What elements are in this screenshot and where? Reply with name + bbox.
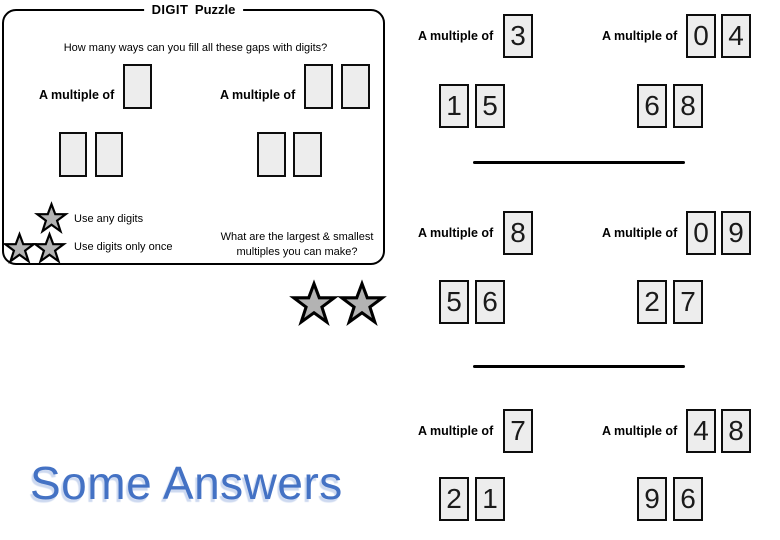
multiple-of-label: A multiple of — [602, 29, 678, 43]
multiple-of-label: A multiple of — [602, 424, 678, 438]
empty-digit-box — [304, 64, 333, 109]
puzzle-question: How many ways can you fill all these gap… — [63, 42, 328, 54]
digit-box: 7 — [503, 409, 533, 453]
star-icon — [1, 231, 38, 265]
answer-digit-box: 6 — [637, 84, 667, 128]
answer-digit-box: 6 — [475, 280, 505, 324]
empty-digit-box — [257, 132, 286, 177]
star-icon — [31, 231, 68, 265]
multiple-of-label: A multiple of — [602, 226, 678, 240]
card-title-puzzle: Puzzle — [194, 2, 236, 17]
digit-box: 8 — [721, 409, 751, 453]
multiple-of-label: A multiple of — [418, 424, 494, 438]
legend-use-digits-once: Use digits only once — [74, 241, 173, 253]
star-shape — [337, 279, 387, 327]
star-shape — [31, 231, 68, 265]
card-title-digit: DIGIT — [151, 2, 189, 17]
star-icon — [33, 201, 70, 235]
answer-digit-box: 5 — [439, 280, 469, 324]
digit-box: 4 — [721, 14, 751, 58]
digit-box: 9 — [721, 211, 751, 255]
multiple-of-label: A multiple of — [418, 226, 494, 240]
divider-line — [473, 365, 685, 368]
star-icon — [289, 279, 339, 327]
empty-digit-box — [59, 132, 87, 177]
answer-digit-box: 5 — [475, 84, 505, 128]
digit-box: 3 — [503, 14, 533, 58]
multiple-of-label: A multiple of — [418, 29, 494, 43]
answer-digit-box: 2 — [439, 477, 469, 521]
digit-box: 8 — [503, 211, 533, 255]
answer-digit-box: 1 — [475, 477, 505, 521]
answers-heading: Some Answers — [30, 457, 343, 509]
digit-box: 4 — [686, 409, 716, 453]
digit-box: 0 — [686, 14, 716, 58]
multiple-of-label: A multiple of — [220, 88, 296, 102]
star-shape — [33, 201, 70, 235]
legend-use-any-digits: Use any digits — [74, 213, 144, 225]
multiple-of-label: A multiple of — [39, 88, 115, 102]
star-icon — [337, 279, 387, 327]
empty-digit-box — [341, 64, 370, 109]
answer-digit-box: 9 — [637, 477, 667, 521]
card-title: DIGIT Puzzle — [143, 2, 244, 17]
star-shape — [289, 279, 339, 327]
puzzle-card: DIGIT Puzzle How many ways can you fill … — [1, 2, 385, 265]
star-shape — [1, 231, 38, 265]
answer-digit-box: 7 — [673, 280, 703, 324]
divider-line — [473, 161, 685, 164]
answer-digit-box: 6 — [673, 477, 703, 521]
empty-digit-box — [123, 64, 152, 109]
largest-smallest-prompt: What are the largest & smallest multiple… — [220, 231, 374, 258]
digit-box: 0 — [686, 211, 716, 255]
empty-digit-box — [95, 132, 123, 177]
answer-digit-box: 1 — [439, 84, 469, 128]
answer-digit-box: 2 — [637, 280, 667, 324]
answer-digit-box: 8 — [673, 84, 703, 128]
empty-digit-box — [293, 132, 322, 177]
